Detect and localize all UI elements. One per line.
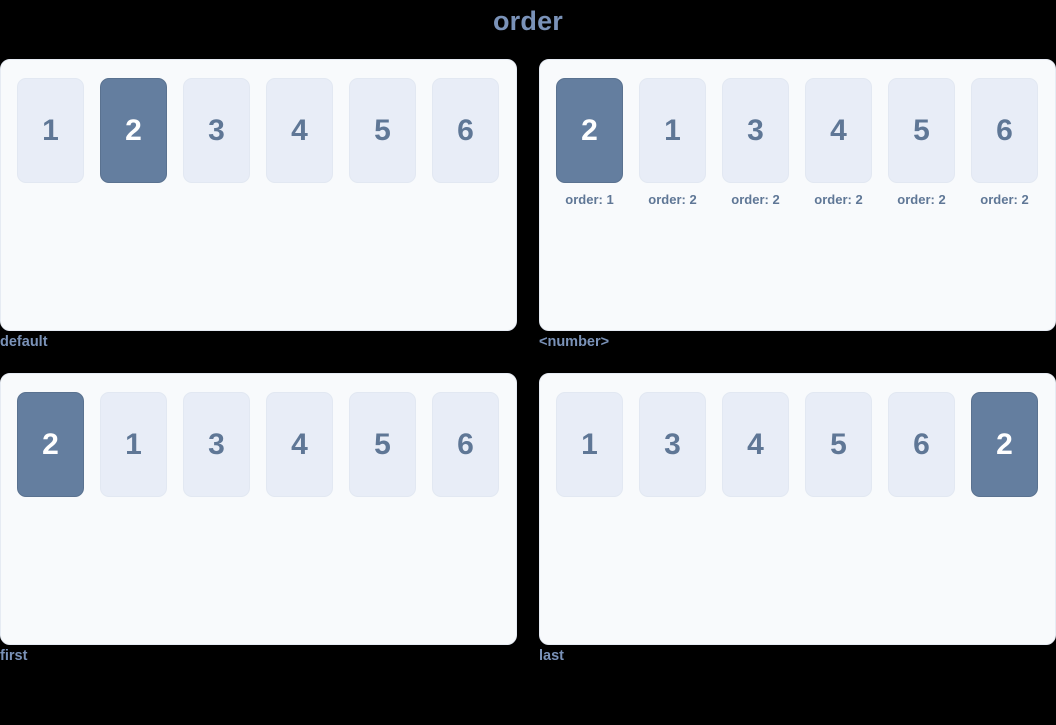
flex-item: 2 [100, 78, 167, 183]
flex-item-box[interactable]: 5 [805, 392, 872, 497]
flex-item-box[interactable]: 5 [888, 78, 955, 183]
flex-item: 6 [432, 392, 499, 497]
flex-item: 5 [349, 78, 416, 183]
panel-label: first [0, 648, 28, 664]
flex-item: 4 [266, 392, 333, 497]
flex-item: 5 [349, 392, 416, 497]
panel-label: last [539, 648, 564, 664]
flex-item: 1 [556, 392, 623, 497]
flex-item: 5 order: 2 [888, 78, 955, 208]
flex-items-row: 2 order: 1 1 order: 2 3 order: 2 4 order: 2 5 ord… [556, 78, 1038, 208]
flex-item-box[interactable]: 3 [183, 78, 250, 183]
flex-item: 3 [183, 78, 250, 183]
flex-item-box[interactable]: 4 [266, 392, 333, 497]
flex-item-box-highlighted[interactable]: 2 [17, 392, 84, 497]
flex-item-box[interactable]: 6 [971, 78, 1038, 183]
flex-item-box[interactable]: 1 [639, 78, 706, 183]
flex-item-box[interactable]: 4 [266, 78, 333, 183]
order-caption: order: 2 [648, 192, 697, 207]
flex-item-box[interactable]: 3 [722, 78, 789, 183]
flex-item-box[interactable]: 1 [100, 392, 167, 497]
flex-item: 2 [17, 392, 84, 497]
flex-item: 4 [722, 392, 789, 497]
flex-item-box[interactable]: 4 [722, 392, 789, 497]
flex-item-box[interactable]: 3 [639, 392, 706, 497]
flex-item: 6 [888, 392, 955, 497]
flex-item-box[interactable]: 1 [556, 392, 623, 497]
flex-item: 2 order: 1 [556, 78, 623, 208]
flex-item-box-highlighted[interactable]: 2 [100, 78, 167, 183]
flex-item: 4 [266, 78, 333, 183]
flex-item-box[interactable]: 6 [432, 78, 499, 183]
flex-item: 3 order: 2 [722, 78, 789, 208]
flex-item-box[interactable]: 6 [888, 392, 955, 497]
flex-item-box[interactable]: 1 [17, 78, 84, 183]
flex-container-panel: 2 order: 1 1 order: 2 3 order: 2 4 order: 2 5 ord… [539, 59, 1056, 331]
flex-item: 3 [639, 392, 706, 497]
flex-item-box[interactable]: 6 [432, 392, 499, 497]
flex-item-box[interactable]: 4 [805, 78, 872, 183]
page-title: order [492, 6, 564, 36]
order-caption: order: 2 [731, 192, 780, 207]
demo-cell: 2 order: 1 1 order: 2 3 order: 2 4 order: 2 5 ord… [539, 59, 1056, 350]
flex-item: 5 [805, 392, 872, 497]
flex-item-box-highlighted[interactable]: 2 [971, 392, 1038, 497]
flex-item: 1 [17, 78, 84, 183]
flex-item-box[interactable]: 3 [183, 392, 250, 497]
flex-item: 6 [432, 78, 499, 183]
flex-item-box-highlighted[interactable]: 2 [556, 78, 623, 183]
panel-label: default [0, 334, 48, 350]
order-caption: order: 1 [565, 192, 614, 207]
flex-item: 6 order: 2 [971, 78, 1038, 208]
order-caption: order: 2 [980, 192, 1029, 207]
order-caption: order: 2 [897, 192, 946, 207]
flex-item-box[interactable]: 5 [349, 78, 416, 183]
flex-item: 1 [100, 392, 167, 497]
flex-item: 4 order: 2 [805, 78, 872, 208]
flex-item: 2 [971, 392, 1038, 497]
flex-item-box[interactable]: 5 [349, 392, 416, 497]
flex-item: 1 order: 2 [639, 78, 706, 208]
order-caption: order: 2 [814, 192, 863, 207]
flex-item: 3 [183, 392, 250, 497]
panel-label: <number> [539, 334, 610, 350]
